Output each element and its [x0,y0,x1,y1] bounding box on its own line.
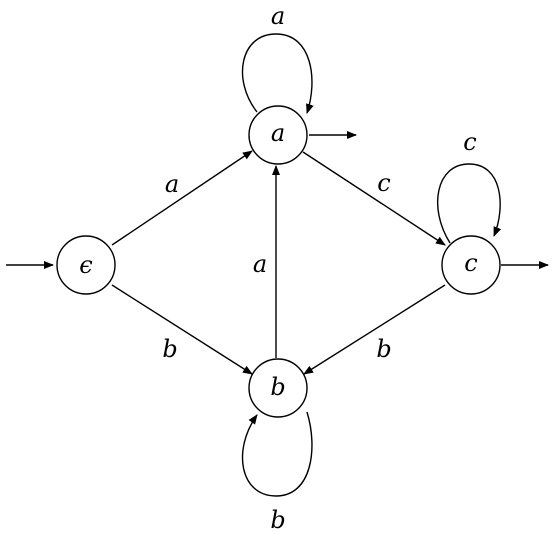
edge-a-to-c [302,151,446,246]
state-c-label: c [464,249,477,277]
loop-a [241,33,314,114]
label-loop-b: b [270,506,285,534]
state-a: a [248,105,308,165]
state-b-label: b [270,373,285,401]
state-a-label: a [271,119,285,147]
label-loop-c: c [463,128,476,156]
label-epsilon-to-a: a [165,170,179,198]
state-epsilon-label: ϵ [79,251,92,279]
loop-c [436,163,502,244]
edge-epsilon-to-a [111,150,253,246]
label-b-to-a: a [253,250,267,278]
state-epsilon: ϵ [56,235,116,295]
edge-epsilon-to-b [111,284,253,375]
label-loop-a: a [271,2,285,30]
label-c-to-b: b [376,335,391,363]
state-c: c [441,235,501,295]
state-b: b [248,358,308,418]
label-epsilon-to-b: b [162,335,177,363]
label-a-to-c: c [377,169,390,197]
loop-b [241,411,313,497]
edge-c-to-b [303,284,446,375]
